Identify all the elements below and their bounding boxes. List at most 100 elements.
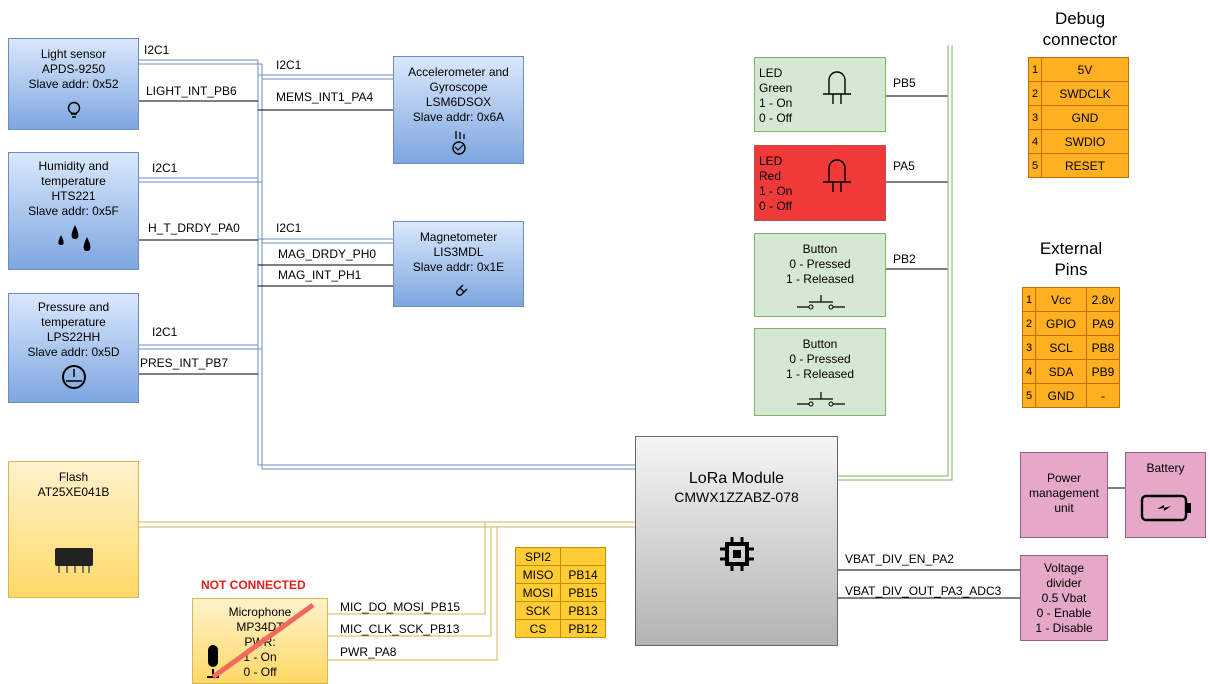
lightbulb-icon [67, 101, 81, 118]
wire-label-i2c1-light: I2C1 [144, 43, 170, 57]
accelerometer-part: LSM6DSOX [425, 95, 492, 109]
wire-label-light-int: LIGHT_INT_PB6 [146, 84, 237, 98]
wire-label-mic-do: MIC_DO_MOSI_PB15 [340, 600, 461, 614]
humidity-sensor-part: HTS221 [51, 189, 96, 203]
push-button-icon [797, 295, 845, 310]
wire-label-mic-clk: MIC_CLK_SCK_PB13 [340, 622, 460, 636]
light-sensor-name: Light sensor [40, 47, 107, 61]
spi-bus [139, 521, 640, 661]
debug-pin-number: 2 [1028, 81, 1042, 106]
led-green-on: 1 - On [759, 96, 793, 110]
light-sensor-box: Light sensor APDS-9250 Slave addr: 0x52 [8, 38, 139, 130]
not-connected-label: NOT CONNECTED [201, 578, 306, 592]
strike-through-icon [211, 602, 315, 680]
push-button-icon [797, 392, 845, 407]
debug-pin-number: 5 [1028, 153, 1042, 178]
button2-pressed: 0 - Pressed [789, 352, 851, 366]
pressure-sensor-name1: Pressure and [37, 300, 110, 314]
microphone-box: Microphone MP34DT PWR: 1 - On 0 - Off [192, 598, 328, 684]
magnetometer-addr: Slave addr: 0x1E [412, 260, 505, 274]
debug-title-1: Debug [1054, 9, 1106, 28]
wire-label-pb5: PB5 [893, 76, 916, 90]
wire-label-pb2: PB2 [893, 252, 916, 266]
microphone-on: 1 - On [243, 650, 277, 664]
lora-module-name: LoRa Module [688, 470, 785, 487]
humidity-sensor-box: Humidity and temperature HTS221 Slave ad… [8, 152, 139, 270]
i2c-bus [139, 59, 640, 470]
divider-label-4: 0 - Enable [1036, 606, 1092, 620]
external-pin-value: - [1086, 383, 1120, 408]
spi-cell [560, 547, 606, 566]
spi-cell: SCK [515, 601, 561, 620]
external-title-2: Pins [1054, 260, 1088, 279]
debug-pin-name: SWDCLK [1041, 81, 1129, 106]
wire-label-pa5: PA5 [893, 159, 915, 173]
wire-label-vbat-en: VBAT_DIV_EN_PA2 [845, 552, 954, 566]
wire-label-pres-int: PRES_INT_PB7 [140, 356, 229, 370]
spi-cell: PB13 [560, 601, 606, 620]
power-management-box: Power management unit [1020, 452, 1108, 538]
wire-label-pwr: PWR_PA8 [340, 645, 397, 659]
external-pin-name: SCL [1035, 335, 1087, 360]
battery-box: Battery [1125, 452, 1206, 538]
button2-box: Button 0 - Pressed 1 - Released [754, 328, 886, 416]
external-pin-number: 3 [1022, 335, 1036, 360]
pressure-sensor-name2: temperature [41, 315, 106, 329]
magnet-icon [456, 284, 468, 296]
external-pins-title: External Pins [1016, 238, 1126, 280]
button1-box: Button 0 - Pressed 1 - Released [754, 233, 886, 317]
wire-label-i2c1-press: I2C1 [152, 325, 178, 339]
button2-released: 1 - Released [785, 367, 855, 381]
spi-cell: MOSI [515, 583, 561, 602]
microphone-part: MP34DT [236, 620, 284, 634]
divider-label-3: 0.5 Vbat [1041, 591, 1087, 605]
external-pin-name: SDA [1035, 359, 1087, 384]
battery-label: Battery [1146, 461, 1185, 475]
wire-label-i2c1-hum: I2C1 [152, 161, 178, 175]
lora-module-part: CMWX1ZZABZ-078 [674, 489, 799, 505]
power-label-2: management [1028, 486, 1100, 500]
led-icon [823, 71, 851, 104]
wire-label-mag-drdy: MAG_DRDY_PH0 [278, 247, 377, 261]
accelerometer-name1: Accelerometer and [408, 65, 509, 79]
lora-module-box: LoRa Module CMWX1ZZABZ-078 [635, 436, 838, 646]
flash-part: AT25XE041B [37, 485, 110, 499]
debug-pin-name: RESET [1041, 153, 1129, 178]
chip-icon [55, 548, 93, 573]
external-pin-name: Vcc [1035, 287, 1087, 312]
led-green-off: 0 - Off [759, 111, 793, 125]
humidity-sensor-name1: Humidity and [38, 159, 109, 173]
flash-name: Flash [58, 470, 89, 484]
flash-box: Flash AT25XE041B [8, 461, 139, 598]
external-pin-number: 5 [1022, 383, 1036, 408]
button1-released: 1 - Released [785, 272, 855, 286]
interrupt-lines [139, 95, 1125, 599]
accelerometer-box: Accelerometer and Gyroscope LSM6DSOX Sla… [393, 56, 524, 164]
wire-label-vbat-out: VBAT_DIV_OUT_PA3_ADC3 [845, 584, 1002, 598]
external-pin-value: 2.8v [1086, 287, 1120, 312]
external-pin-value: PB9 [1086, 359, 1120, 384]
external-pin-name: GPIO [1035, 311, 1087, 336]
led-red-text: LED Red 1 - On 0 - Off [759, 154, 792, 214]
processor-icon [720, 537, 754, 571]
accelerometer-addr: Slave addr: 0x6A [412, 110, 505, 124]
debug-pin-name: GND [1041, 105, 1129, 130]
accelerometer-name2: Gyroscope [429, 80, 488, 94]
divider-label-1: Voltage [1043, 561, 1085, 575]
gpio-bus [838, 45, 953, 481]
wire-label-mems-int: MEMS_INT1_PA4 [276, 90, 374, 104]
spi-row: SPI2 [515, 547, 606, 566]
external-pin-name: GND [1035, 383, 1087, 408]
spi-cell: MISO [515, 565, 561, 584]
pressure-sensor-box: Pressure and temperature LPS22HH Slave a… [8, 293, 139, 403]
humidity-sensor-addr: Slave addr: 0x5F [28, 204, 119, 218]
